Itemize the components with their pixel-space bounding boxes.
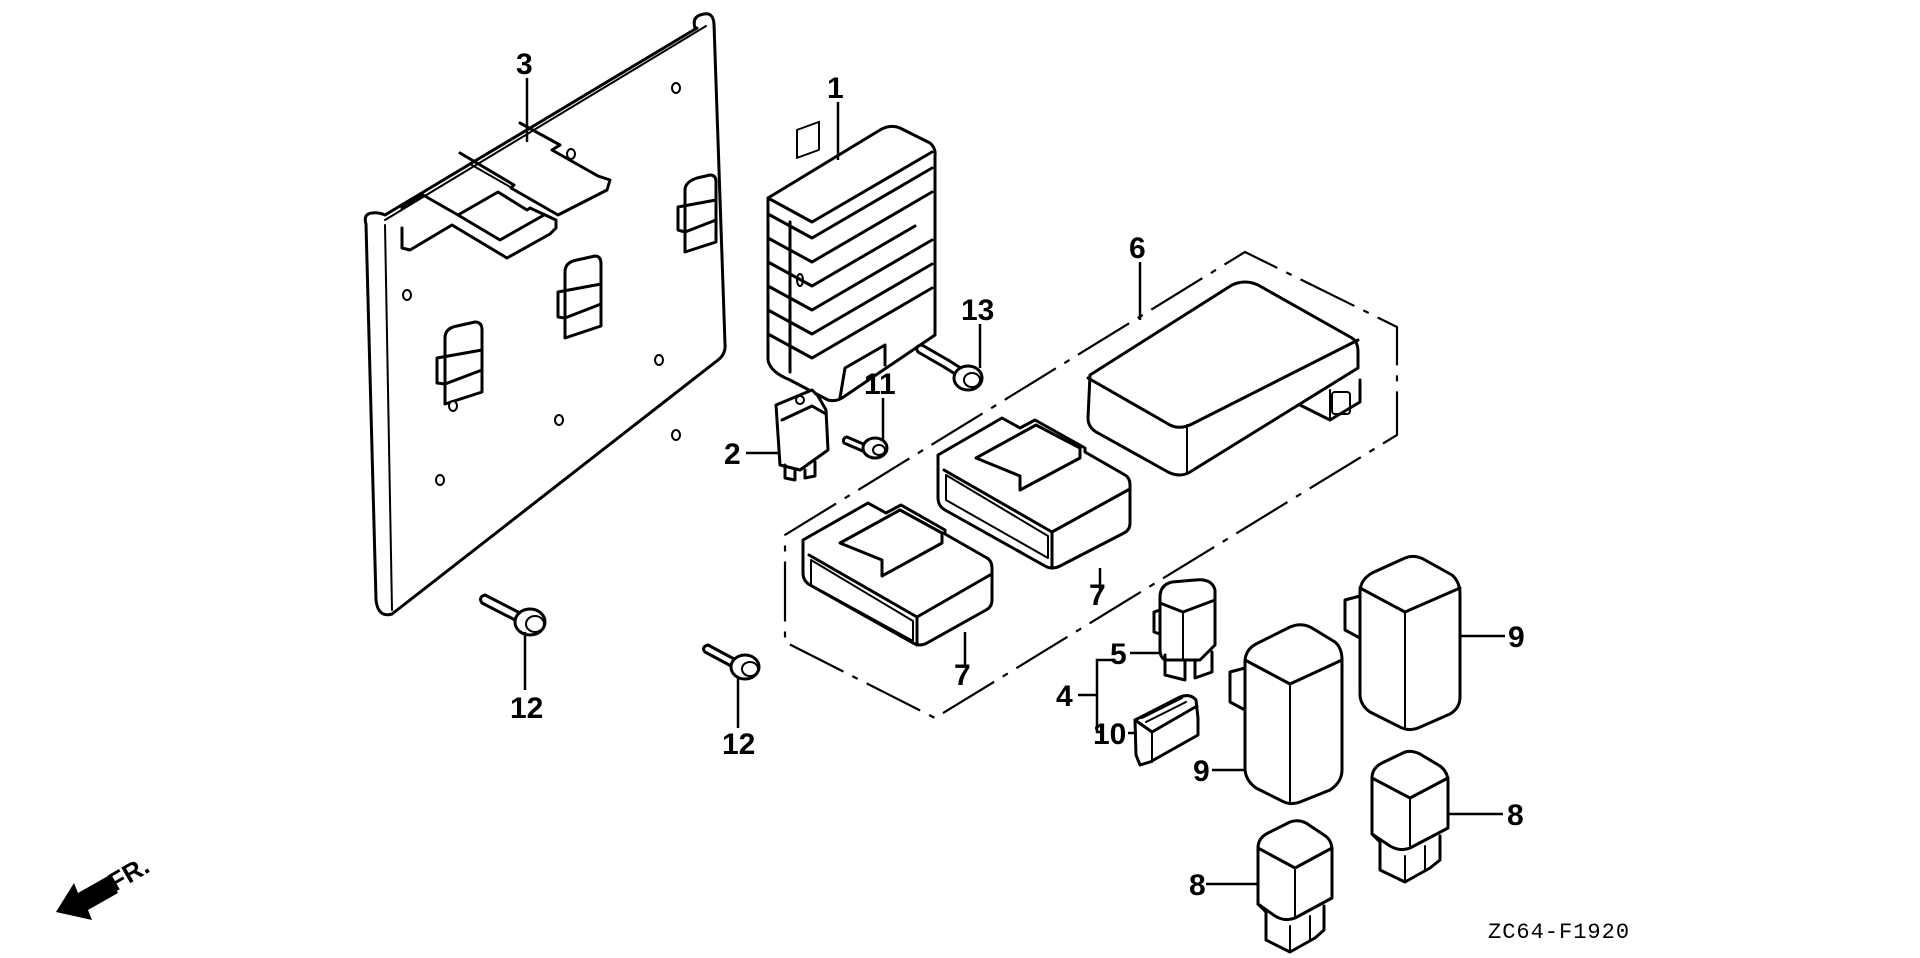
callout-5: 5 <box>1110 638 1127 671</box>
relay-connector-10[interactable] <box>1133 694 1200 767</box>
drawing-code: ZC64-F1920 <box>1488 920 1630 945</box>
flange-bolt-13[interactable] <box>915 343 984 392</box>
relay-9-right[interactable] <box>1343 554 1462 732</box>
leader-lines <box>523 78 1505 886</box>
connector-cover-left[interactable] <box>801 501 994 647</box>
callout-6: 6 <box>1129 232 1146 265</box>
relay-8-left[interactable] <box>1256 819 1334 954</box>
callout-2: 2 <box>724 438 741 471</box>
screw-11[interactable] <box>841 435 889 460</box>
callout-9-right: 9 <box>1508 621 1525 654</box>
callout-11: 11 <box>864 368 896 401</box>
callout-8-right: 8 <box>1507 799 1524 832</box>
regulator-rectifier[interactable] <box>766 124 937 403</box>
flange-bolt-12-left[interactable] <box>479 593 547 637</box>
flange-bolt-12-right[interactable] <box>702 643 761 681</box>
connector-cover-right[interactable] <box>936 416 1132 570</box>
callout-10: 10 <box>1093 718 1126 751</box>
callout-13: 13 <box>961 294 994 327</box>
callout-3: 3 <box>516 48 533 81</box>
small-relay-bracket-unit[interactable] <box>774 120 830 482</box>
callout-9-left: 9 <box>1193 755 1210 788</box>
callout-7-right: 7 <box>1089 579 1106 612</box>
assembly-boundary <box>783 250 1399 720</box>
mounting-plate[interactable] <box>363 12 727 617</box>
callout-12-left: 12 <box>510 692 543 725</box>
front-direction-indicator: FR. <box>56 850 154 920</box>
relay-8-right[interactable] <box>1370 749 1450 884</box>
relay-9-left[interactable] <box>1228 623 1344 806</box>
relay-5[interactable] <box>1152 578 1217 682</box>
callout-7-left: 7 <box>954 659 971 692</box>
control-unit[interactable] <box>1086 280 1362 477</box>
front-arrow-icon <box>56 876 118 920</box>
callout-1: 1 <box>827 72 844 105</box>
callout-8-left: 8 <box>1189 869 1206 902</box>
callout-4: 4 <box>1056 680 1073 713</box>
callout-12-right: 12 <box>722 728 755 761</box>
